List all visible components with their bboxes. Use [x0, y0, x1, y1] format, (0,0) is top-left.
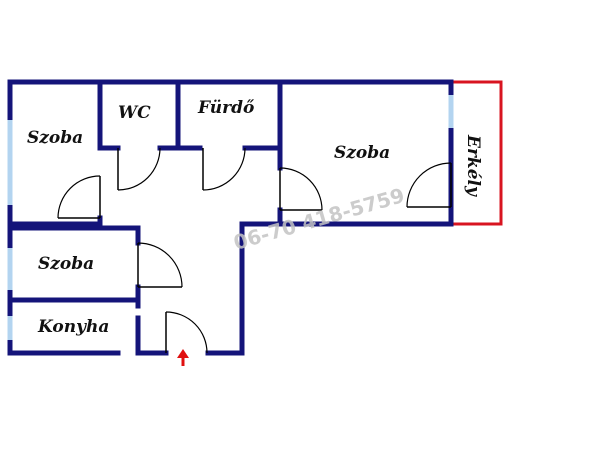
door-wc [117, 147, 161, 191]
arrow-up-icon [177, 349, 189, 366]
door-entrance [165, 311, 208, 354]
room-label-szoba-top-left: Szoba [27, 128, 83, 148]
room-label-wc: WC [118, 103, 151, 123]
door-furdo [202, 147, 246, 191]
room-label-erkely: Erkély [463, 134, 483, 197]
windows [7, 95, 454, 340]
door-szoba-mid-left [137, 242, 183, 288]
room-label-szoba-large: Szoba [334, 143, 390, 163]
balcony-outline [451, 80, 503, 226]
door-szoba-top-left [57, 175, 101, 219]
door-balcony [406, 162, 452, 208]
door-szoba-large [279, 167, 323, 211]
room-label-szoba-mid-left: Szoba [38, 254, 94, 274]
doors [57, 147, 452, 354]
room-label-konyha: Konyha [37, 317, 109, 337]
room-label-furdo: Fürdő [197, 98, 255, 118]
